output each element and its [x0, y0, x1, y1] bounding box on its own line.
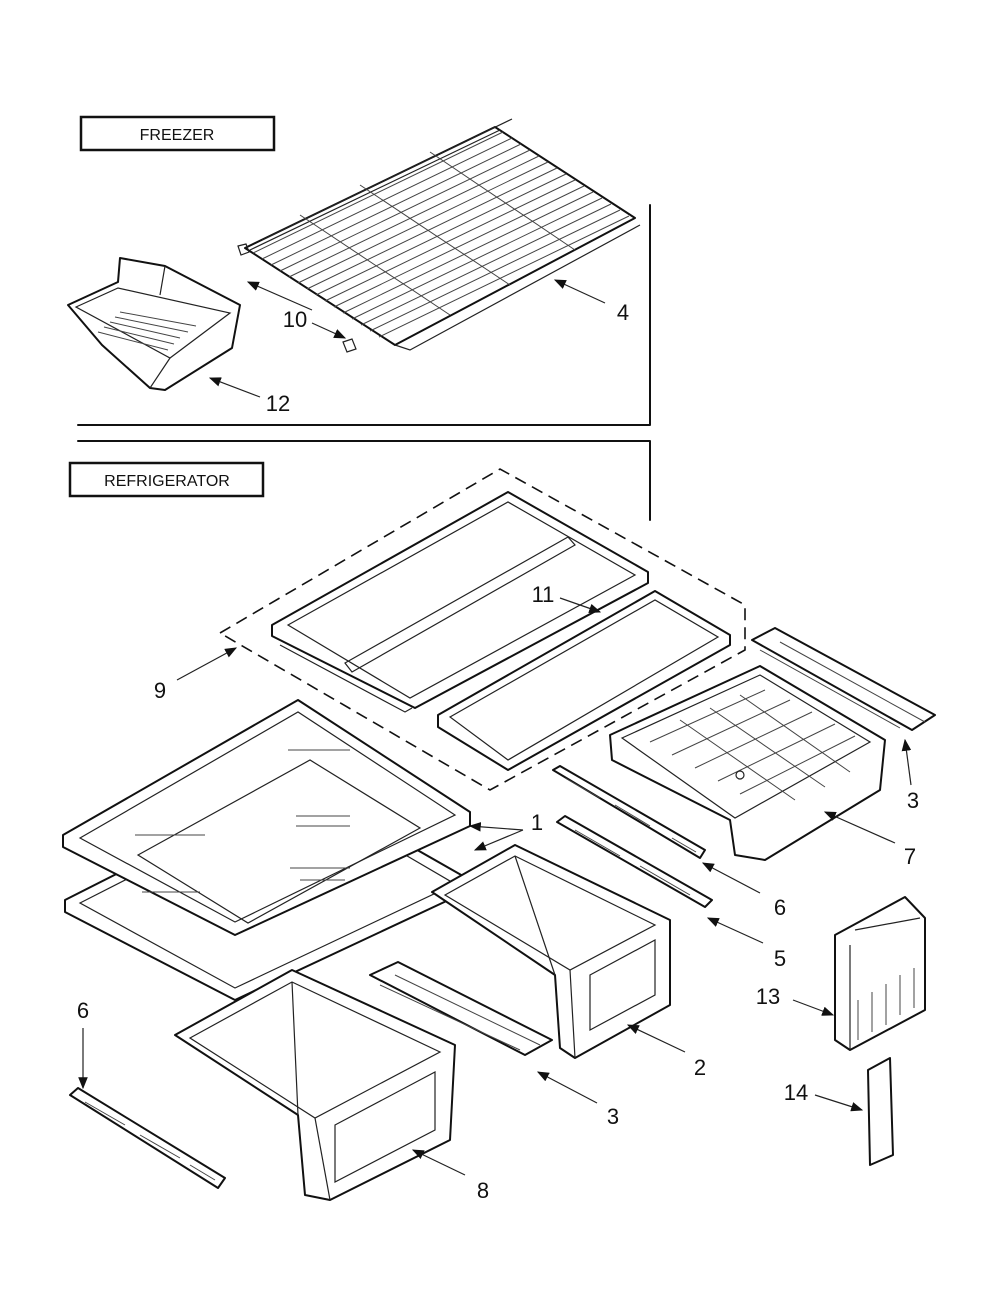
callout-2: 2 — [694, 1055, 706, 1080]
meat-pan-part-7 — [609, 665, 886, 861]
callout-11: 11 — [532, 582, 555, 607]
refrigerator-section-border — [77, 440, 651, 521]
callout-7: 7 — [904, 844, 916, 869]
plate-part-14 — [867, 1057, 894, 1166]
glass-shelf-part-1 — [62, 699, 471, 1001]
callout-9: 9 — [154, 678, 166, 703]
callout-6-right: 6 — [774, 895, 786, 920]
callout-4: 4 — [617, 300, 629, 325]
shelf-assembly-outline-part-9 — [218, 468, 746, 791]
callout-10: 10 — [283, 307, 307, 332]
callout-13: 13 — [756, 984, 780, 1009]
crisper-drawer-part-8 — [174, 969, 456, 1201]
freezer-label: FREEZER — [140, 127, 215, 144]
crisper-rail-part-3-bottom — [369, 961, 553, 1056]
callout-5: 5 — [774, 946, 786, 971]
callout-3-top: 3 — [907, 788, 919, 813]
glass-shelf-frame-part-9 — [271, 491, 649, 713]
control-housing-part-13 — [834, 896, 926, 1051]
callout-3-bottom: 3 — [607, 1104, 619, 1129]
refrigerator-label-box: REFRIGERATOR — [68, 461, 265, 498]
ice-bin-part-12 — [67, 257, 241, 391]
callout-8: 8 — [477, 1178, 489, 1203]
slide-rail-part-6-left — [69, 1087, 226, 1189]
rail-part-5 — [556, 815, 713, 908]
leader-lines — [78, 279, 912, 1176]
freezer-label-box: FREEZER — [79, 115, 276, 152]
crisper-rail-part-3-top — [751, 627, 936, 731]
glass-shelf-part-11 — [437, 590, 731, 771]
slide-rail-part-6-right — [552, 765, 706, 859]
callout-1: 1 — [531, 810, 543, 835]
refrigerator-label: REFRIGERATOR — [104, 473, 230, 490]
callout-14: 14 — [784, 1080, 808, 1105]
freezer-section-border — [77, 204, 651, 426]
callout-6-left: 6 — [77, 998, 89, 1023]
wire-shelf-part-4 — [237, 118, 641, 353]
callout-12: 12 — [266, 391, 290, 416]
crisper-drawer-part-2 — [431, 844, 671, 1059]
